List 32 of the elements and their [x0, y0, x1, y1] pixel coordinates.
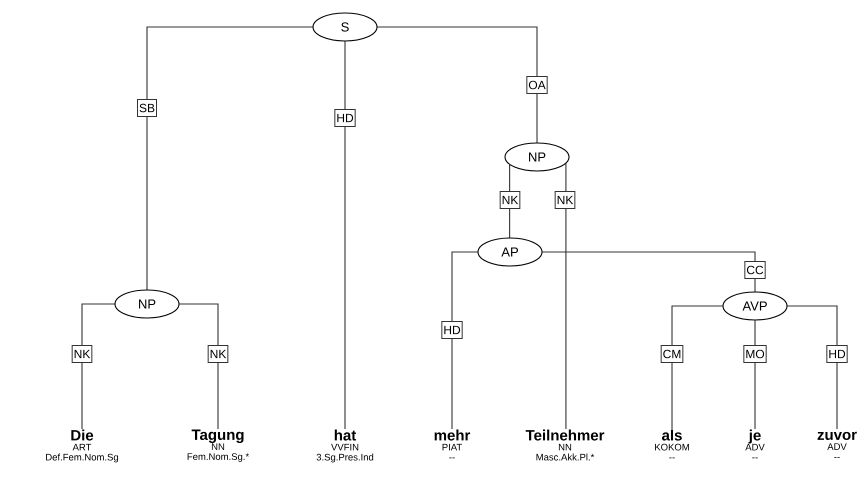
edge-label: NK	[500, 191, 520, 209]
tree-branch	[565, 164, 566, 429]
edge-label: OA	[526, 76, 548, 94]
tree-branch	[754, 320, 756, 429]
word-annotation: hat VVFIN 3.Sg.Pres.Ind	[316, 430, 374, 462]
word-annotation: je ADV --	[745, 430, 765, 458]
tree-branch	[180, 303, 219, 429]
edge-label: HD	[826, 345, 848, 363]
tree-branch	[788, 305, 838, 429]
edge-label: SB	[137, 99, 157, 117]
tree-branch	[451, 251, 478, 429]
tree-branch	[344, 42, 346, 429]
edge-label: NK	[72, 345, 92, 363]
tree-branch	[81, 303, 114, 429]
word-annotation: zuvor ADV --	[818, 432, 857, 458]
word-annotation: mehr PIAT --	[434, 430, 470, 458]
word-annotation: Die ART Def.Fem.Nom.Sg	[46, 430, 118, 462]
word-annotation: als KOKOM --	[655, 430, 689, 458]
edge-label: CC	[744, 261, 766, 279]
edge-label: NK	[208, 345, 228, 363]
word-annotation: Tagung NN Fem.Nom.Sg.*	[188, 430, 249, 462]
tree-branch	[542, 251, 756, 292]
edge-label: HD	[441, 321, 463, 339]
word-annotation: Teilnehmer NN Masc.Akk.Pl.*	[526, 430, 604, 461]
edge-label: CM	[660, 345, 684, 363]
edge-label: NK	[554, 191, 576, 209]
tree-branch	[146, 26, 312, 290]
edge-label: MO	[743, 345, 767, 363]
tree-branch	[509, 164, 510, 238]
tree-branch	[378, 26, 538, 142]
edge-label: HD	[334, 109, 356, 127]
tree-branch	[671, 305, 722, 429]
